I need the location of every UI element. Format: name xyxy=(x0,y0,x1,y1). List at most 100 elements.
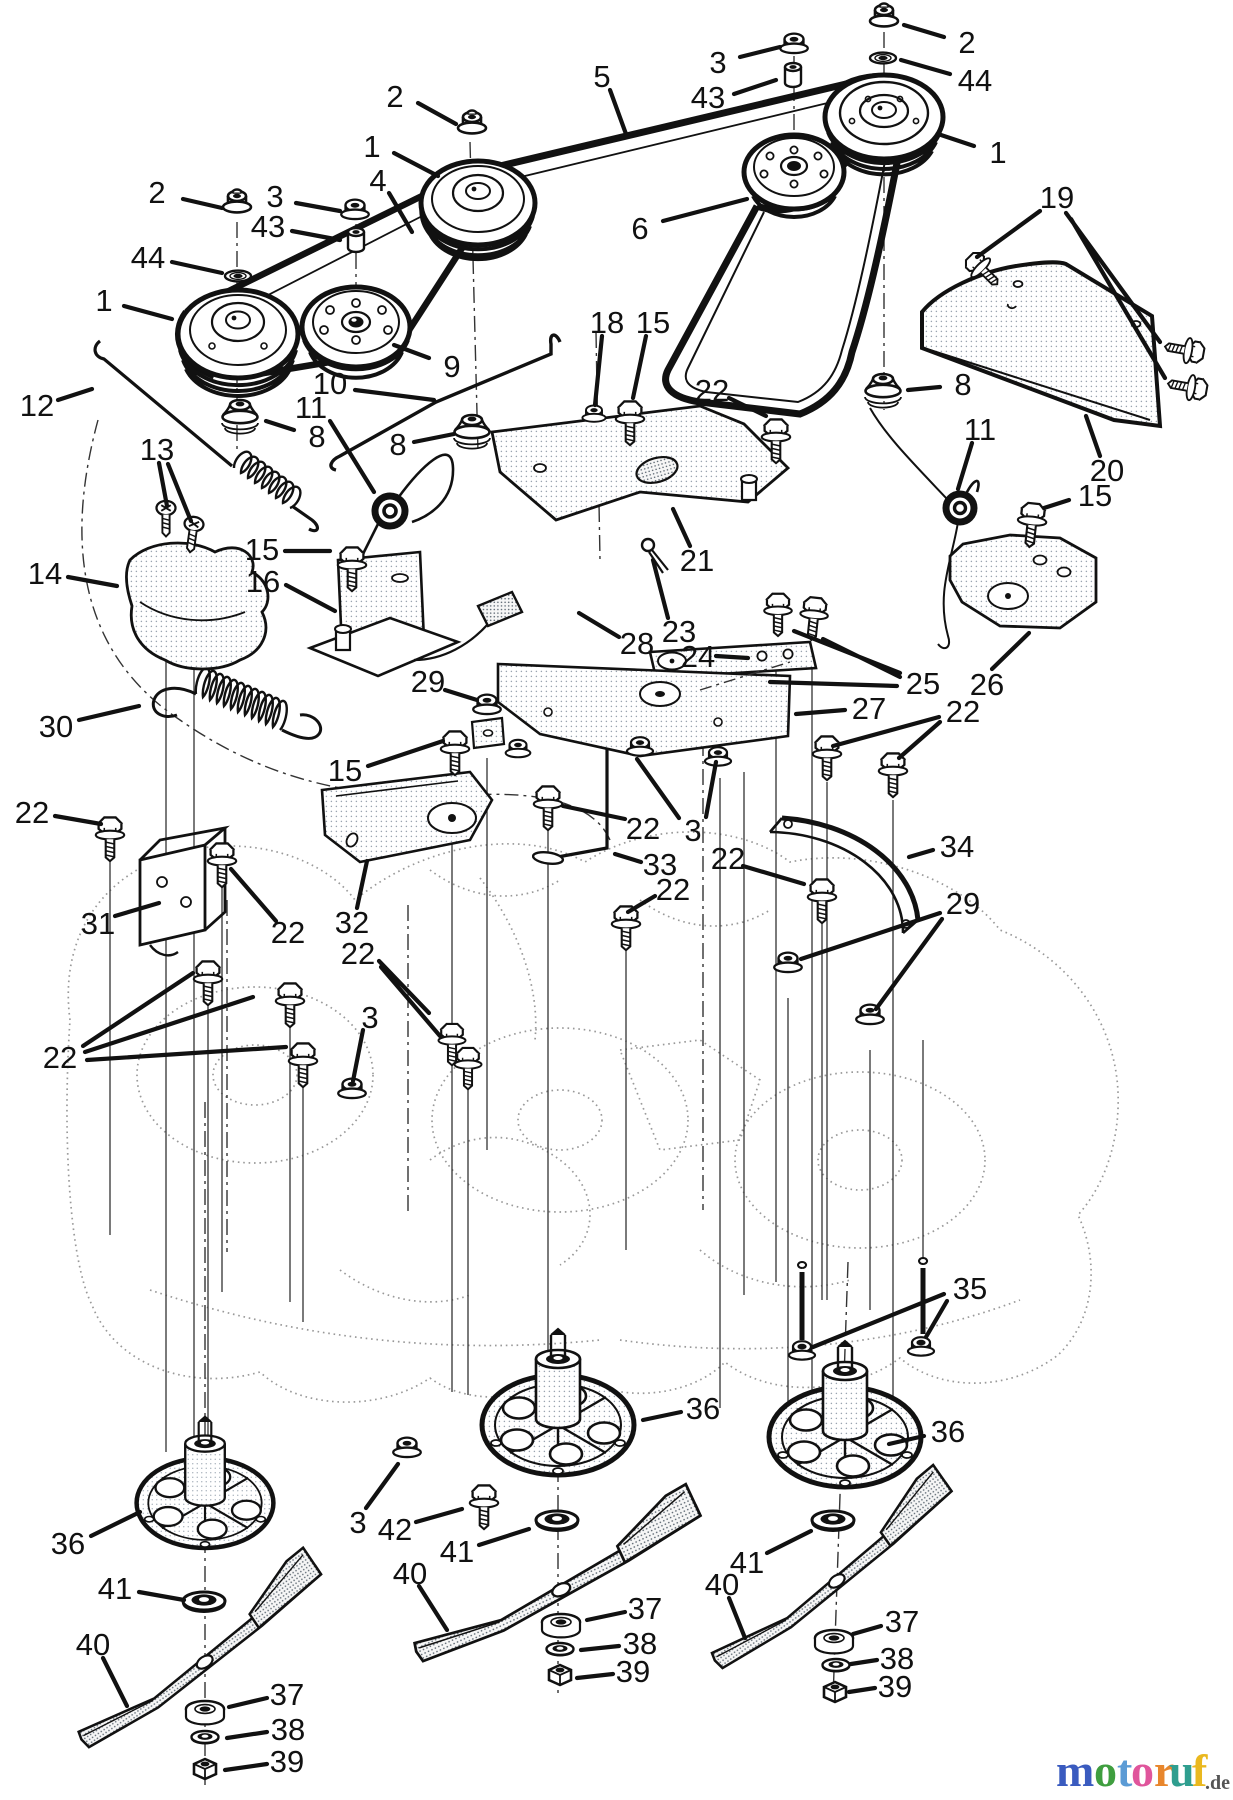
watermark-suffix: .de xyxy=(1205,1772,1230,1794)
callout-22: 22 xyxy=(946,694,980,729)
spindle-36-right xyxy=(769,1341,921,1487)
callout-28: 28 xyxy=(620,626,654,661)
callout-37: 37 xyxy=(270,1677,304,1712)
callout-16: 16 xyxy=(246,564,280,599)
idler-pulley-9 xyxy=(299,284,413,380)
screw-22 xyxy=(453,1046,483,1091)
callout-39: 39 xyxy=(616,1654,650,1689)
callout-38: 38 xyxy=(271,1712,305,1747)
callout-29: 29 xyxy=(946,886,980,921)
nut-39 xyxy=(822,1680,848,1704)
callout-10: 10 xyxy=(313,366,347,401)
belt-guard-20 xyxy=(920,260,1163,429)
idler-arm-21 xyxy=(490,404,791,522)
callout-22: 22 xyxy=(656,872,690,907)
callout-22: 22 xyxy=(711,841,745,876)
callout-39: 39 xyxy=(270,1744,304,1779)
callout-40: 40 xyxy=(76,1627,110,1662)
bracket-26 xyxy=(948,533,1098,630)
callout-39: 39 xyxy=(878,1669,912,1704)
callout-6: 6 xyxy=(631,211,648,246)
screw-22 xyxy=(206,842,238,889)
watermark-letter: r xyxy=(1154,1745,1174,1796)
nut-39 xyxy=(192,1757,218,1781)
callout-8: 8 xyxy=(389,427,406,462)
callout-43: 43 xyxy=(251,209,285,244)
callout-9: 9 xyxy=(443,349,460,384)
nut-3 xyxy=(504,738,532,759)
callout-37: 37 xyxy=(628,1591,662,1626)
callout-22: 22 xyxy=(626,811,660,846)
callout-22: 22 xyxy=(271,915,305,950)
plate-27 xyxy=(496,661,792,758)
nut-3 xyxy=(703,746,733,767)
rod-12-with-spring xyxy=(93,339,319,533)
callout-18: 18 xyxy=(590,305,624,340)
callout-2: 2 xyxy=(386,79,403,114)
callout-41: 41 xyxy=(440,1534,474,1569)
callout-22: 22 xyxy=(15,795,49,830)
nut-39 xyxy=(547,1663,573,1687)
callout-19: 19 xyxy=(1040,180,1074,215)
washer-44 xyxy=(223,269,253,283)
washer-41-center xyxy=(534,1509,580,1533)
callout-37: 37 xyxy=(885,1604,919,1639)
callout-27: 27 xyxy=(852,691,886,726)
plate-32 xyxy=(320,770,494,864)
screw-22 xyxy=(532,785,564,832)
bracket-24 xyxy=(648,640,818,680)
screw-15 xyxy=(439,730,471,777)
screw-42 xyxy=(468,1484,500,1531)
nut-29 xyxy=(472,693,502,716)
callout-8: 8 xyxy=(308,419,325,454)
callout-29: 29 xyxy=(411,664,445,699)
callout-36: 36 xyxy=(931,1414,965,1449)
nut-3 xyxy=(340,198,370,221)
bracket-31 xyxy=(138,825,230,957)
callout-40: 40 xyxy=(393,1556,427,1591)
callout-3: 3 xyxy=(349,1505,366,1540)
belt-guard-34 xyxy=(769,815,921,934)
callout-2: 2 xyxy=(958,25,975,60)
callout-44: 44 xyxy=(131,240,165,275)
brake-rod-10 xyxy=(329,333,562,472)
watermark-letter: t xyxy=(1117,1745,1133,1796)
watermark-letter: o xyxy=(1094,1745,1117,1796)
spring-30 xyxy=(151,666,323,740)
callout-1: 1 xyxy=(989,135,1006,170)
pulley-1-center xyxy=(418,158,538,262)
screw-22 xyxy=(192,960,224,1007)
callout-41: 41 xyxy=(730,1545,764,1580)
cup-washer-37 xyxy=(540,1612,582,1639)
callout-15: 15 xyxy=(636,305,670,340)
callout-15: 15 xyxy=(328,753,362,788)
washer-44 xyxy=(868,51,898,65)
nut-3 xyxy=(625,736,655,757)
callout-5: 5 xyxy=(593,59,610,94)
bolt-drop-lines xyxy=(109,544,924,1455)
callout-26: 26 xyxy=(970,667,1004,702)
callout-13: 13 xyxy=(140,432,174,467)
callout-40: 40 xyxy=(705,1567,739,1602)
callout-25: 25 xyxy=(906,666,940,701)
watermark-letter: o xyxy=(1131,1745,1154,1796)
callout-38: 38 xyxy=(880,1641,914,1676)
nut-29 xyxy=(773,951,803,974)
callout-11: 11 xyxy=(295,390,327,425)
callout-8: 8 xyxy=(954,367,971,402)
watermark-motoruf: m o t o r u f .de xyxy=(1056,1745,1230,1796)
callout-14: 14 xyxy=(28,556,62,591)
callout-3: 3 xyxy=(709,45,726,80)
washer-38 xyxy=(545,1641,575,1657)
callout-33: 33 xyxy=(643,847,677,882)
watermark-letter: m xyxy=(1056,1745,1094,1796)
callout-15: 15 xyxy=(1078,478,1112,513)
watermark-letter: f xyxy=(1192,1745,1208,1796)
callout-15: 15 xyxy=(245,532,279,567)
torsion-spring-11-right xyxy=(869,407,980,650)
nut-18 xyxy=(581,404,607,423)
callout-31: 31 xyxy=(81,906,115,941)
spindle-36-center xyxy=(482,1329,634,1475)
callout-2: 2 xyxy=(148,175,165,210)
